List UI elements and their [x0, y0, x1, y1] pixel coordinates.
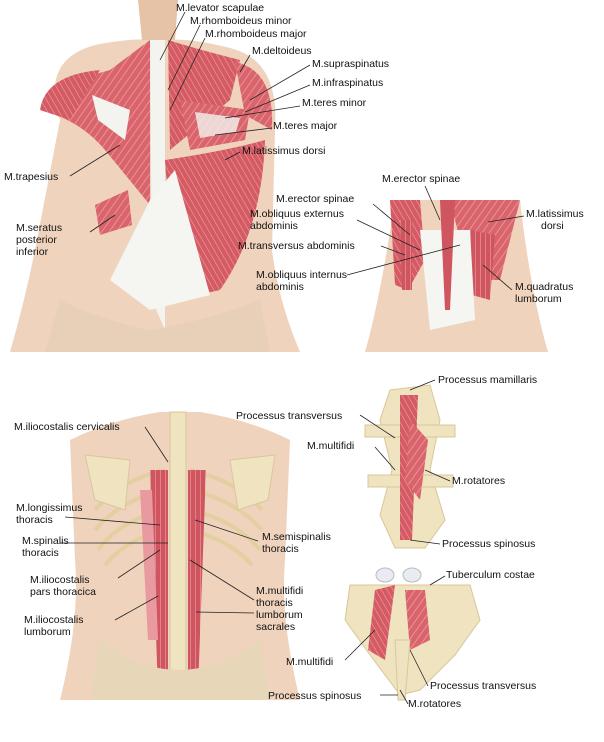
label-longissimus-1: M.longissimus: [16, 502, 83, 514]
label-teres-major: M.teres major: [273, 120, 338, 132]
label-longissimus-2: thoracis: [16, 514, 53, 526]
panel-deep-back: [60, 411, 300, 700]
label-latissimus-r2: dorsi: [541, 220, 564, 232]
label-obliquus-ext-1: M.obliquus externus: [250, 208, 344, 220]
panel-lumbar: [365, 200, 548, 352]
label-spinalis-2: thoracis: [22, 547, 59, 559]
label-erector-spinae-top: M.erector spinae: [382, 173, 461, 185]
label-seratus-2: posterior: [16, 234, 57, 246]
label-transversus: M.transversus abdominis: [238, 240, 355, 252]
label-erector-spinae: M.erector spinae: [276, 193, 355, 205]
label-iliocostalis-cervicalis: M.iliocostalis cervicalis: [14, 421, 120, 433]
label-ilio-pars-2: pars thoracica: [30, 586, 96, 598]
panel-vertebrae-top: [364, 384, 456, 549]
label-rotatores-top: M.rotatores: [452, 475, 506, 487]
label-rhomboideus-minor: M.rhomboideus minor: [190, 15, 292, 27]
label-multifidi-th-4: sacrales: [256, 621, 296, 633]
label-ilio-lumb-2: lumborum: [24, 626, 71, 638]
label-seratus-3: inferior: [16, 246, 49, 258]
label-proc-spinosus-bottom: Processus spinosus: [268, 690, 362, 702]
label-latissimus-dorsi: M.latissimus dorsi: [242, 145, 326, 157]
label-multifidi-bottom: M.multifidi: [286, 656, 334, 668]
label-seratus-1: M.seratus: [16, 222, 63, 234]
label-multifidi-th-1: M.multifidi: [256, 585, 304, 597]
label-proc-spinosus-top: Processus spinosus: [442, 538, 536, 550]
label-semispinalis-1: M.semispinalis: [262, 531, 331, 543]
label-spinalis-1: M.spinalis: [22, 535, 69, 547]
leader-lines: [60, 11, 525, 705]
label-ilio-pars-1: M.iliocostalis: [30, 574, 90, 586]
label-quadratus-1: M.quadratus: [515, 281, 574, 293]
label-multifidi-th-2: thoracis: [256, 597, 293, 609]
label-infraspinatus: M.infraspinatus: [312, 77, 384, 89]
label-rotatores-bottom: M.rotatores: [408, 698, 462, 710]
label-levator-scapulae: M.levator scapulae: [176, 2, 265, 14]
label-multifidi-top: M.multifidi: [307, 440, 355, 452]
label-rhomboideus-major: M.rhomboideus major: [205, 28, 307, 40]
label-semispinalis-2: thoracis: [262, 543, 299, 555]
label-latissimus-r1: M.latissimus: [526, 208, 584, 220]
label-trapesius: M.trapesius: [4, 171, 59, 183]
label-quadratus-2: lumborum: [515, 293, 562, 305]
label-proc-transversus-top: Processus transversus: [236, 410, 343, 422]
label-multifidi-th-3: lumborum: [256, 609, 303, 621]
label-obliquus-ext-2: abdominis: [250, 220, 298, 232]
label-ilio-lumb-1: M.iliocostalis: [24, 614, 84, 626]
label-obliquus-int-2: abdominis: [256, 281, 304, 293]
panel-superficial-back: [10, 0, 300, 352]
panel-vertebrae-bottom: [344, 567, 481, 701]
label-supraspinatus: M.supraspinatus: [312, 58, 390, 70]
label-proc-mamillaris: Processus mamillaris: [438, 374, 538, 386]
label-obliquus-int-1: M.obliquus internus: [256, 269, 348, 281]
label-deltoideus: M.deltoideus: [252, 45, 312, 57]
label-tuberculum-costae: Tuberculum costae: [446, 569, 535, 581]
label-teres-minor: M.teres minor: [302, 97, 367, 109]
label-proc-transversus-bottom: Processus transversus: [430, 680, 537, 692]
